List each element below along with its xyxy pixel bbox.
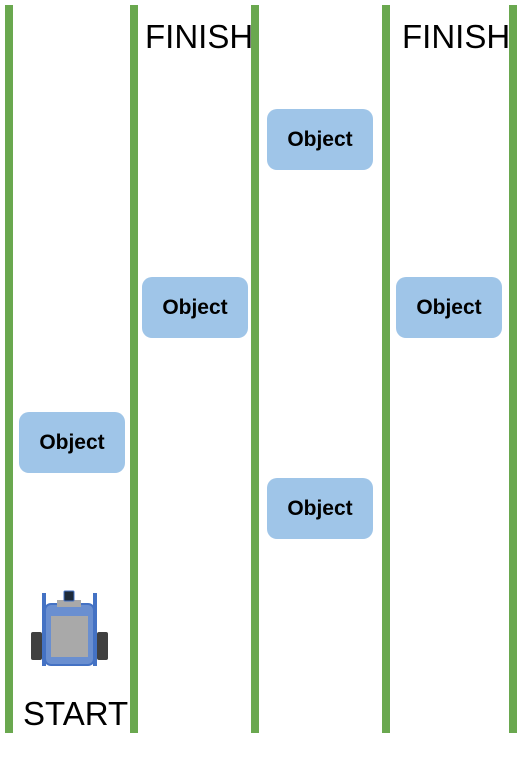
robot-body-icon (51, 616, 88, 657)
robot-sensor-mount-icon (57, 600, 81, 607)
lane-line-1 (5, 5, 13, 733)
object-lane-2: Object (142, 277, 248, 338)
lane-line-4 (382, 5, 390, 733)
robot-wheel-left-icon (31, 632, 42, 660)
object-lane-4: Object (396, 277, 502, 338)
robot-sensor-icon (63, 590, 75, 602)
object-lane-3-bottom: Object (267, 478, 373, 539)
lane-line-2 (130, 5, 138, 733)
robot-car-icon (31, 590, 108, 666)
lane-line-5 (509, 5, 517, 733)
lane-line-3 (251, 5, 259, 733)
object-lane-3-top: Object (267, 109, 373, 170)
object-lane-1: Object (19, 412, 125, 473)
finish-label-lane-4: FINISH (402, 18, 511, 55)
start-label: START (23, 695, 129, 732)
finish-label-lane-2: FINISH (145, 18, 254, 55)
robot-wheel-right-icon (97, 632, 108, 660)
